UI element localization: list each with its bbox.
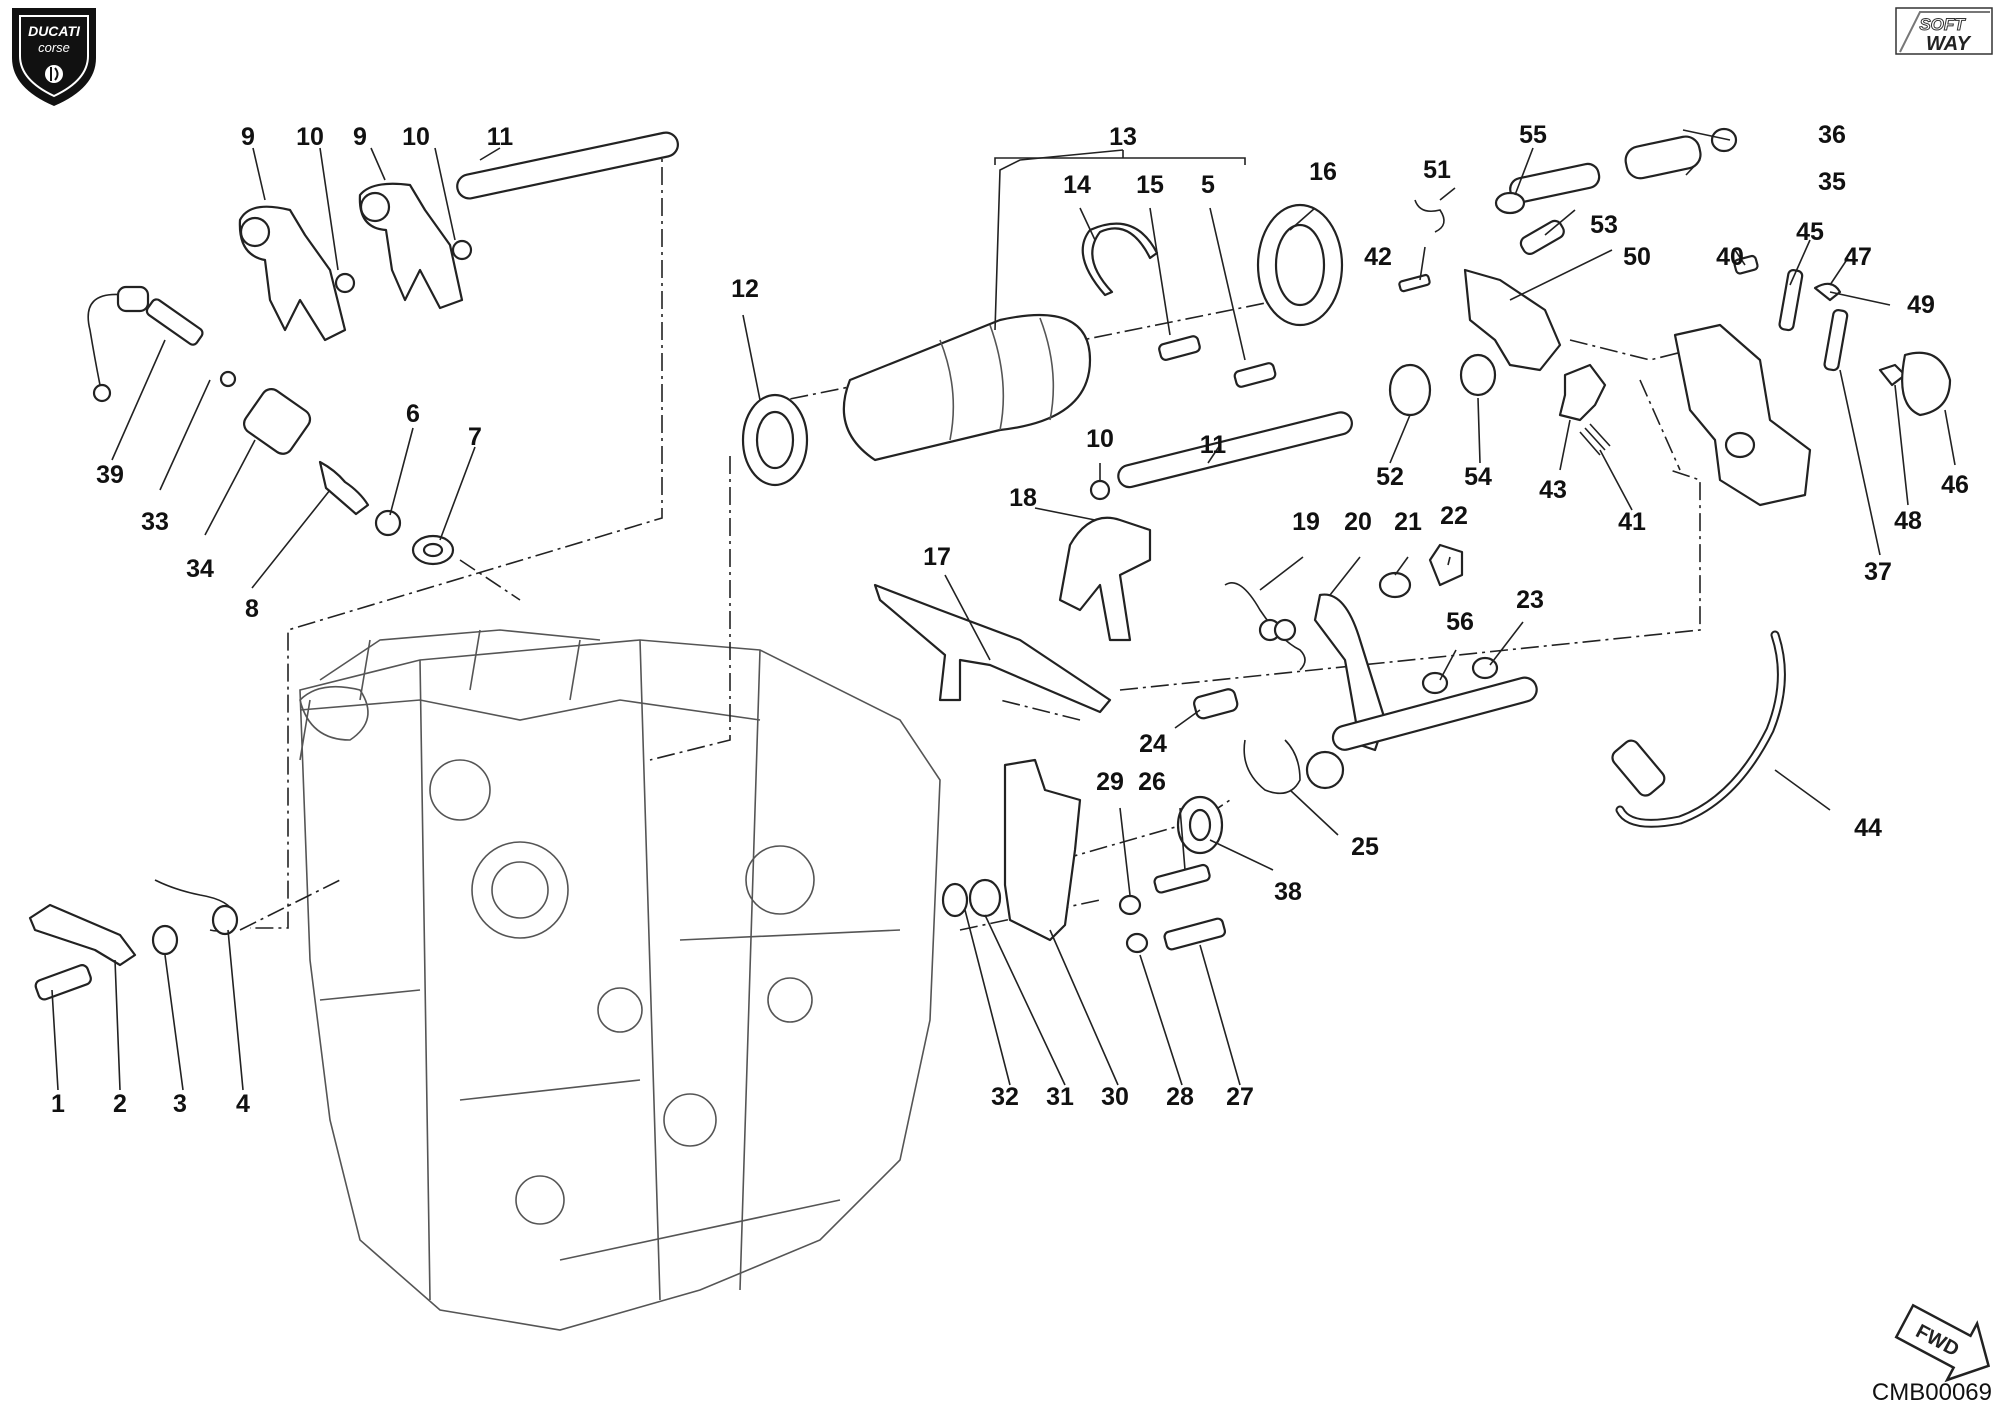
callout-52: 52 <box>1376 463 1404 491</box>
callout-9a: 9 <box>241 123 255 151</box>
callout-24: 24 <box>1139 730 1167 758</box>
callout-3: 3 <box>173 1090 187 1118</box>
callout-25: 25 <box>1351 833 1379 861</box>
callout-19: 19 <box>1292 508 1320 536</box>
callout-17: 17 <box>923 543 951 571</box>
drawing-code: CMB00069 <box>1872 1379 1992 1406</box>
ducati-corse-logo: DUCATI corse <box>12 8 96 106</box>
crankcase-outline <box>299 629 941 1331</box>
callout-4: 4 <box>236 1090 250 1118</box>
group-13-bracket <box>994 150 1246 165</box>
callout-48: 48 <box>1894 507 1922 535</box>
callout-47: 47 <box>1844 243 1872 271</box>
logo-brand-text: DUCATI <box>28 23 81 39</box>
callout-11a: 11 <box>487 123 514 151</box>
callout-44: 44 <box>1854 814 1882 842</box>
callout-15: 15 <box>1136 171 1164 199</box>
callout-21: 21 <box>1394 508 1422 536</box>
callout-29: 29 <box>1096 768 1124 796</box>
callout-51: 51 <box>1423 156 1451 184</box>
callout-2: 2 <box>113 1090 127 1118</box>
callout-55: 55 <box>1519 121 1547 149</box>
callout-23: 23 <box>1516 586 1544 614</box>
callout-26: 26 <box>1138 768 1166 796</box>
callout-38: 38 <box>1274 878 1302 906</box>
callout-7: 7 <box>468 423 482 451</box>
callout-10a: 10 <box>296 123 324 151</box>
leader-lines <box>51 129 1956 1091</box>
callout-39: 39 <box>96 461 124 489</box>
softway-logo: SOFT WAY <box>1895 7 1993 55</box>
logo-sub-text: corse <box>38 40 70 55</box>
callout-10b: 10 <box>402 123 430 151</box>
callout-20: 20 <box>1344 508 1372 536</box>
callout-49: 49 <box>1907 291 1935 319</box>
callout-27: 27 <box>1226 1083 1254 1111</box>
callout-30: 30 <box>1101 1083 1129 1111</box>
callout-14: 14 <box>1063 171 1091 199</box>
softway-bottom-text: WAY <box>1926 33 1972 55</box>
softway-top-text: SOFT <box>1919 15 1966 34</box>
callout-43: 43 <box>1539 476 1567 504</box>
callout-9b: 9 <box>353 123 367 151</box>
callout-34: 34 <box>186 555 214 583</box>
callout-31: 31 <box>1046 1083 1074 1111</box>
callout-41: 41 <box>1618 508 1646 536</box>
callout-10c: 10 <box>1086 425 1114 453</box>
callout-42: 42 <box>1364 243 1392 271</box>
callout-35: 35 <box>1818 168 1846 196</box>
callout-12: 12 <box>731 275 759 303</box>
callout-5: 5 <box>1201 171 1215 199</box>
callout-8: 8 <box>245 595 259 623</box>
callout-labels: 1 2 3 4 5 6 7 8 9 10 9 10 11 12 13 14 15… <box>51 121 1969 1118</box>
callout-13: 13 <box>1109 123 1137 151</box>
callout-40: 40 <box>1716 243 1744 271</box>
callout-56: 56 <box>1446 608 1474 636</box>
callout-45: 45 <box>1796 218 1824 246</box>
callout-36: 36 <box>1818 121 1846 149</box>
callout-37: 37 <box>1864 558 1892 586</box>
callout-11b: 11 <box>1200 431 1227 459</box>
callout-32: 32 <box>991 1083 1019 1111</box>
callout-6: 6 <box>406 400 420 428</box>
parts <box>28 127 1952 1001</box>
callout-16: 16 <box>1309 158 1337 186</box>
callout-18: 18 <box>1009 484 1037 512</box>
callout-1: 1 <box>51 1090 65 1118</box>
callout-46: 46 <box>1941 471 1969 499</box>
callout-50: 50 <box>1623 243 1651 271</box>
callout-54: 54 <box>1464 463 1492 491</box>
callout-28: 28 <box>1166 1083 1194 1111</box>
callout-22: 22 <box>1440 502 1468 530</box>
callout-53: 53 <box>1590 211 1618 239</box>
callout-33: 33 <box>141 508 169 536</box>
